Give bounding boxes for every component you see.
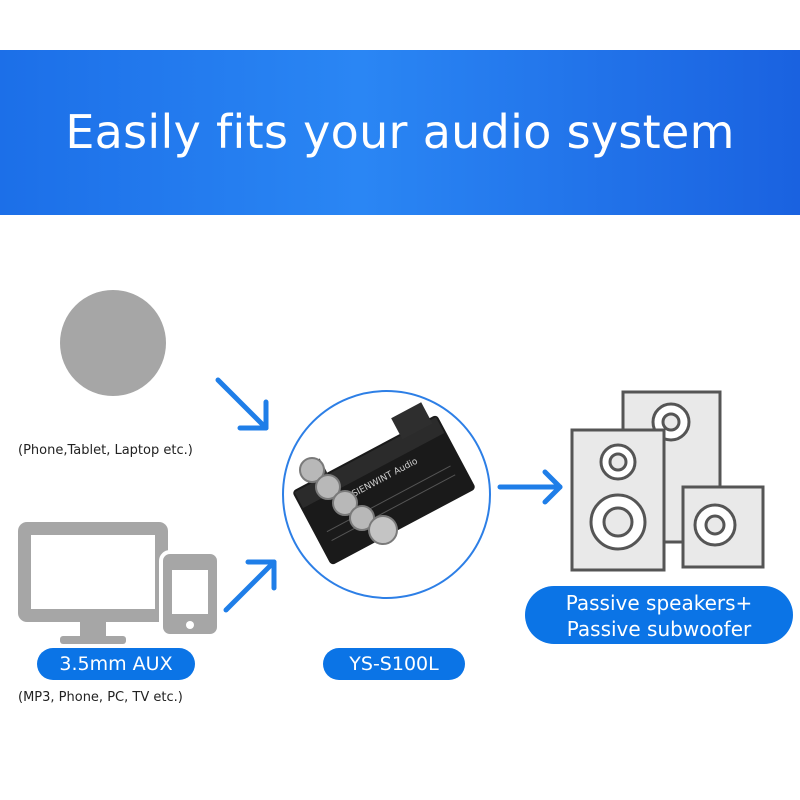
- output-label-line2: Passive subwoofer: [566, 617, 752, 641]
- phone-icon: [159, 550, 221, 638]
- arrow-icon: [215, 377, 269, 431]
- aux-label: 3.5mm AUX: [37, 648, 195, 680]
- aux-caption: (MP3, Phone, PC, TV etc.): [18, 690, 183, 705]
- arrow-icon: [497, 469, 563, 505]
- banner-title: Easily fits your audio system: [65, 105, 735, 159]
- top-source-caption: (Phone,Tablet, Laptop etc.): [18, 443, 193, 458]
- monitor-icon: [18, 522, 168, 644]
- header-banner: Easily fits your audio system: [0, 50, 800, 215]
- model-label: YS-S100L: [323, 648, 465, 680]
- bluetooth-source-circle: [60, 290, 166, 396]
- output-label-line1: Passive speakers+: [565, 591, 753, 615]
- output-label: Passive speakers+ Passive subwoofer: [525, 586, 793, 644]
- knobs: [299, 457, 398, 545]
- arrow-icon: [223, 559, 277, 613]
